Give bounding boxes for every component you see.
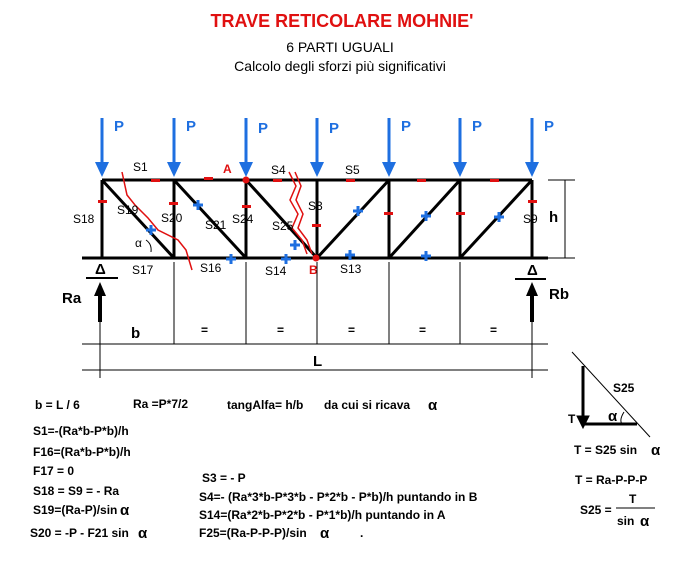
compression-marks <box>98 177 537 227</box>
load-arrowhead-3 <box>239 162 253 177</box>
node-b-dot <box>312 254 320 262</box>
label-s20: S20 <box>161 211 183 225</box>
section-cut-2 <box>288 171 308 255</box>
formula-ricava-alpha: α <box>428 397 438 414</box>
formula-s25-lhs: S25 = <box>580 503 612 517</box>
load-label-2: P <box>186 118 196 135</box>
reaction-rb-label: Rb <box>549 286 569 303</box>
formula-s19: S19=(Ra-P)/sin <box>33 503 117 517</box>
formula-f25-alpha: α <box>320 525 330 542</box>
node-a-dot <box>242 176 250 184</box>
load-arrowhead-4 <box>310 162 324 177</box>
load-label-3: P <box>258 120 268 137</box>
span-b-label: b <box>131 325 140 342</box>
load-arrowhead-2 <box>167 162 181 177</box>
truss-members <box>82 178 548 260</box>
load-arrowhead-7 <box>525 162 539 177</box>
label-s24: S24 <box>232 212 254 226</box>
force-triangle <box>571 351 651 438</box>
load-arrowhead-6 <box>453 162 467 177</box>
formula-f17: F17 = 0 <box>33 464 74 478</box>
formula-dot: . <box>360 526 363 540</box>
label-s18: S18 <box>73 212 95 226</box>
label-s17: S17 <box>132 263 154 277</box>
reaction-ra-arrow <box>94 282 106 322</box>
formula-s3: S3 = - P <box>202 471 246 485</box>
formula-t2: T = Ra-P-P-P <box>575 473 647 487</box>
formula-s18: S18 = S9 = - Ra <box>33 484 119 498</box>
span-eq-4: = <box>419 323 426 337</box>
diagonal-s21 <box>172 178 248 260</box>
label-s21: S21 <box>205 218 227 232</box>
formula-tan: tangAlfa= h/b <box>227 398 303 412</box>
label-s9: S9 <box>523 212 538 226</box>
formula-ricava: da cui si ricava <box>324 398 410 412</box>
span-dimensions <box>82 262 548 378</box>
node-a-label: A <box>223 162 232 176</box>
formula-t1: T = S25 sin <box>574 443 637 457</box>
formula-s20-alpha: α <box>138 525 148 542</box>
label-s25: S25 <box>272 219 294 233</box>
formula-s25-num: T <box>629 492 637 506</box>
formula-f25: F25=(Ra-P-P-P)/sin <box>199 526 307 540</box>
label-s19: S19 <box>117 203 139 217</box>
alpha-arc <box>145 239 152 253</box>
subtitle-parts: 6 PARTI UGUALI <box>286 39 394 55</box>
label-alpha: α <box>135 236 142 250</box>
subtitle-calc: Calcolo degli sforzi più significativi <box>234 58 446 74</box>
label-s13: S13 <box>340 262 362 276</box>
formula-s25-den: sin <box>617 514 634 528</box>
section-cut-1 <box>121 171 193 271</box>
span-eq-2: = <box>277 323 284 337</box>
height-dimension <box>548 179 575 259</box>
load-label-5: P <box>401 118 411 135</box>
label-s4: S4 <box>271 163 286 177</box>
label-s5: S5 <box>345 163 360 177</box>
load-label-4: P <box>329 120 339 137</box>
diagram-title: TRAVE RETICOLARE MOHNIE' <box>211 11 474 31</box>
triangle-alpha-label: α <box>608 408 618 425</box>
load-arrowhead-1 <box>95 162 109 177</box>
load-label-6: P <box>472 118 482 135</box>
formula-f16: F16=(Ra*b-P*b)/h <box>33 445 131 459</box>
height-label: h <box>549 209 558 226</box>
label-s1: S1 <box>133 160 148 174</box>
reaction-rb-arrow <box>526 282 538 322</box>
span-eq-5: = <box>490 323 497 337</box>
diagonal-6 <box>458 178 534 260</box>
formula-b: b = L / 6 <box>35 398 80 412</box>
diagonal-s19 <box>100 178 176 260</box>
span-l-label: L <box>313 353 322 370</box>
support-right-icon: Δ <box>527 262 538 279</box>
label-s16: S16 <box>200 261 222 275</box>
triangle-s25-label: S25 <box>613 381 635 395</box>
diagonal-s25 <box>244 178 319 260</box>
section-cut-3 <box>294 171 313 255</box>
load-arrowhead-5 <box>382 162 396 177</box>
load-label-1: P <box>114 118 124 135</box>
triangle-t-label: T <box>568 412 576 426</box>
diagonal-4 <box>315 178 391 260</box>
load-label-7: P <box>544 118 554 135</box>
formula-ra: Ra =P*7/2 <box>133 397 188 411</box>
tension-marks <box>146 200 504 264</box>
formula-t1-alpha: α <box>651 442 661 459</box>
formula-s25-alpha: α <box>640 513 650 530</box>
formula-s14: S14=(Ra*2*b-P*2*b - P*1*b)/h puntando in… <box>199 508 446 522</box>
span-eq-1: = <box>201 323 208 337</box>
support-left-icon: Δ <box>95 261 106 278</box>
node-b-label: B <box>309 263 318 277</box>
formula-s4: S4=- (Ra*3*b-P*3*b - P*2*b - P*b)/h punt… <box>199 490 478 504</box>
formula-s19-alpha: α <box>120 502 130 519</box>
reaction-ra-label: Ra <box>62 290 82 307</box>
formula-s1: S1=-(Ra*b-P*b)/h <box>33 424 129 438</box>
formula-s20: S20 = -P - F21 sin <box>30 526 129 540</box>
span-eq-3: = <box>348 323 355 337</box>
label-s3: S3 <box>308 199 323 213</box>
label-s14: S14 <box>265 264 287 278</box>
